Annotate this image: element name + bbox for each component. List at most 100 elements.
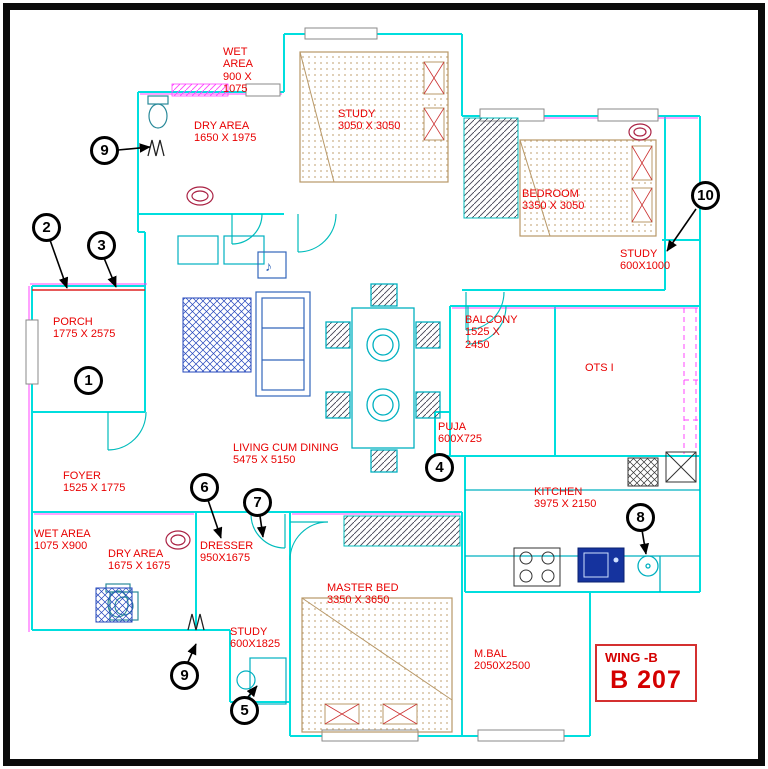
dining-table-icon — [325, 283, 441, 473]
callout-number: 4 — [435, 459, 444, 476]
vent-icon — [187, 613, 205, 631]
callout-4: 4 — [425, 453, 454, 482]
room-name: M.BAL — [474, 648, 508, 660]
callout-arrows — [49, 143, 697, 698]
room-dims: 600X725 — [438, 433, 483, 446]
room-dims: 1525 X 2450 — [465, 326, 500, 351]
desk-icon — [236, 657, 287, 705]
callout-2: 2 — [32, 213, 61, 242]
room-name: WET AREA — [223, 46, 253, 71]
room-dims: 600X1000 — [620, 260, 671, 273]
callout-number: 8 — [636, 509, 645, 526]
wardrobe-icon — [343, 117, 519, 547]
callout-number: 9 — [100, 142, 109, 159]
bed-icon — [301, 597, 453, 733]
room-name: STUDY — [230, 626, 268, 638]
callout-9-lower: 9 — [170, 661, 199, 690]
washbasin-icon — [165, 123, 652, 550]
callout-5: 5 — [230, 696, 259, 725]
shaft-x-icon — [665, 451, 697, 483]
sofa-icon — [177, 235, 311, 397]
rug-icon — [182, 297, 252, 373]
callout-number: 7 — [253, 494, 262, 511]
room-dims: 3975 X 2150 — [534, 498, 597, 511]
music-note-icon: ♪ — [265, 258, 272, 274]
bed-icon — [519, 139, 657, 237]
room-name: MASTER BED — [327, 582, 399, 594]
room-dims: 1525 X 1775 — [63, 482, 126, 495]
callout-3: 3 — [87, 231, 116, 260]
room-dims: 1775 X 2575 — [53, 328, 116, 341]
unit-info-box: WING -B B 207 — [595, 644, 697, 702]
bed-icon — [299, 51, 449, 183]
room-dims: 1075 X900 — [34, 540, 88, 553]
callout-number: 2 — [42, 219, 51, 236]
callout-number: 9 — [180, 667, 189, 684]
room-name: OTS I — [585, 362, 614, 374]
stove-icon — [513, 547, 561, 587]
room-name: WET AREA — [34, 528, 91, 540]
room-dims: 3350 X 3650 — [327, 594, 390, 607]
room-name: KITCHEN — [534, 486, 583, 498]
callout-number: 3 — [97, 237, 106, 254]
room-dims: 3350 X 3050 — [522, 200, 585, 213]
callout-6: 6 — [190, 473, 219, 502]
shower-icon — [95, 587, 133, 623]
wing-label: WING -B — [605, 650, 658, 665]
callout-number: 5 — [240, 702, 249, 719]
unit-number: B 207 — [610, 666, 682, 694]
room-dims: 900 X 1075 — [223, 70, 252, 95]
callout-8: 8 — [626, 503, 655, 532]
door-arc-icon — [107, 213, 507, 561]
room-name: BALCONY — [465, 314, 518, 326]
room-name: STUDY — [620, 248, 658, 260]
counter-hatch-icon — [627, 457, 659, 487]
room-name: DRY AREA — [108, 548, 164, 560]
room-dims: 600X1825 — [230, 638, 281, 651]
room-name: STUDY — [338, 108, 376, 120]
callout-1: 1 — [74, 366, 103, 395]
room-name: LIVING CUM DINING — [233, 442, 339, 454]
room-name: DRY AREA — [194, 120, 250, 132]
room-dims: 950X1675 — [200, 552, 251, 565]
vent-icon — [147, 139, 165, 157]
window-icon — [25, 27, 659, 742]
callout-9-upper: 9 — [90, 136, 119, 165]
hatch-block — [147, 83, 229, 631]
room-dims: 1675 X 1675 — [108, 560, 171, 573]
room-label-ots: OTS I — [585, 362, 645, 374]
room-name: FOYER — [63, 470, 101, 482]
callout-7: 7 — [243, 488, 272, 517]
room-dims: 2050X2500 — [474, 660, 531, 673]
room-name: PUJA — [438, 421, 467, 433]
callout-number: 6 — [200, 479, 209, 496]
callout-number: 1 — [84, 372, 93, 389]
callout-number: 10 — [697, 187, 714, 204]
room-dims: 5475 X 5150 — [233, 454, 296, 467]
room-name: PORCH — [53, 316, 93, 328]
room-name: DRESSER — [200, 540, 254, 552]
callout-10: 10 — [691, 181, 720, 210]
room-dims: 3050 X 3050 — [338, 120, 401, 133]
room-name: BEDROOM — [522, 188, 579, 200]
sink-icon — [577, 547, 625, 583]
room-dims: 1650 X 1975 — [194, 132, 257, 145]
